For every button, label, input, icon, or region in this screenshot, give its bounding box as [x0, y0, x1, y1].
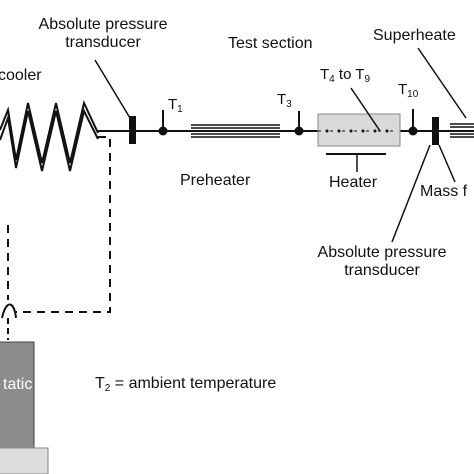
test-section-label: Test section [228, 35, 313, 52]
t3-subscript: 3 [286, 99, 292, 110]
pressure-transducer-top [129, 116, 136, 144]
transducer-bottom-leader [391, 144, 431, 243]
t4-t9-leader [350, 87, 381, 132]
t4-to-t9-label: T4 to T9 [320, 66, 370, 89]
transducer-top-leader [94, 59, 131, 119]
t4-to-t9-mid: to T [334, 66, 365, 83]
ambient-note-prefix: T [95, 375, 105, 392]
pressure-transducer-bottom-line2: transducer [344, 262, 420, 279]
ambient-note-subscript: 2 [104, 383, 111, 394]
t1-subscript: 1 [177, 104, 183, 115]
t3-letter: T [277, 91, 287, 108]
dashed-line-right [16, 136, 111, 313]
t4-letter: T [320, 66, 330, 83]
test-section-sensors [325, 129, 389, 133]
t10-letter: T [398, 81, 408, 98]
mass-flow-label: Mass f [420, 183, 468, 200]
tank-label: tatic [3, 376, 33, 393]
superheater-leader [417, 47, 467, 119]
t3-label: T3 [277, 91, 292, 114]
t10-label: T10 [398, 81, 418, 104]
mass-leader [438, 144, 456, 183]
ambient-temperature-note: T2 = ambient temperature [95, 375, 276, 398]
t1-sensor [158, 110, 168, 136]
pressure-transducer-bottom [432, 117, 439, 145]
cooler-coil [0, 99, 99, 172]
pressure-transducer-top-label: Absolute pressure transducer [8, 16, 198, 52]
tank-base [0, 447, 49, 474]
ambient-note-text: = ambient temperature [110, 375, 277, 392]
t1-letter: T [168, 96, 178, 113]
preheater-label: Preheater [180, 172, 251, 189]
pressure-transducer-bottom-label: Absolute pressure transducer [296, 244, 468, 280]
pressure-transducer-top-line1: Absolute pressure [38, 16, 168, 33]
cooler-label: cooler [0, 67, 42, 84]
t4-subscript: 4 [329, 74, 335, 85]
pressure-transducer-top-line2: transducer [65, 34, 141, 51]
t10-subscript: 10 [407, 89, 419, 100]
superheater [450, 123, 474, 138]
pressure-transducer-bottom-line1: Absolute pressure [317, 244, 447, 261]
dashed-crossover [1, 303, 17, 319]
preheater [191, 124, 280, 138]
t10-sensor [408, 109, 418, 136]
superheater-label: Superheate [373, 27, 456, 44]
t9-subscript: 9 [364, 74, 371, 85]
t3-sensor [294, 111, 304, 136]
tank [0, 341, 35, 449]
t1-label: T1 [168, 96, 183, 119]
heater-label: Heater [329, 174, 378, 191]
